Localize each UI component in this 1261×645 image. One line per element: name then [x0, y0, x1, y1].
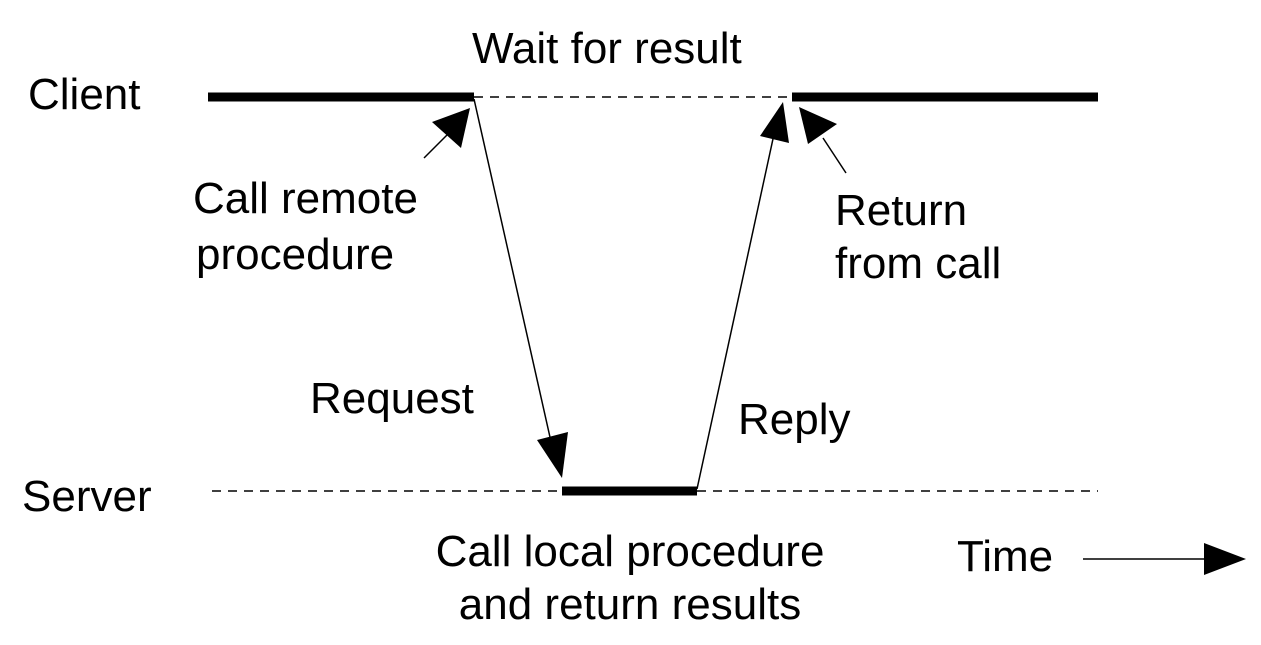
request-label: Request [310, 374, 474, 423]
call-remote-pointer-line [423, 133, 449, 159]
client-lane-label: Client [28, 70, 141, 119]
server-lane-label: Server [22, 472, 152, 521]
wait-for-result-label: Wait for result [472, 24, 742, 73]
call-remote-pointer-head [432, 108, 470, 148]
time-arrowhead [1204, 543, 1246, 575]
call-local-label-line1: Call local procedure [435, 527, 825, 576]
call-remote-label-line2: procedure [196, 230, 395, 279]
request-arrow-line [473, 98, 555, 456]
request-arrowhead [537, 432, 568, 478]
return-from-call-label-line2: from call [835, 239, 1002, 288]
call-local-label-line2: and return results [458, 580, 802, 629]
return-pointer-head [799, 107, 837, 144]
return-from-call-label-line1: Return [835, 186, 968, 235]
reply-arrowhead [760, 102, 789, 143]
reply-arrow-line [696, 124, 777, 490]
return-pointer-line [822, 137, 847, 174]
call-remote-label-line1: Call remote [193, 174, 418, 223]
time-axis-label: Time [957, 532, 1054, 581]
reply-label: Reply [738, 395, 851, 444]
